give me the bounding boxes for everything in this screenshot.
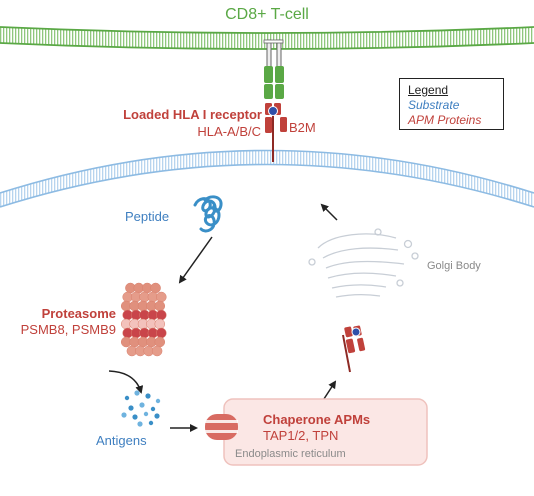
arrow-golgi-to-membrane [320,203,338,221]
legend-apm-proteins: APM Proteins [408,113,482,127]
cell-membrane [0,149,534,208]
peptide-label: Peptide [125,209,170,224]
receptor-genes-label: HLA-A/B/C [197,124,261,139]
legend-substrate: Substrate [408,98,460,112]
proteasome-name-label: Proteasome [41,306,116,321]
peptide-icon [193,195,223,233]
er-label: Endoplasmic reticulum [235,448,346,460]
t-cell-receptor [263,39,284,99]
loaded-hla-receptor [265,103,287,162]
chaperone-name-label: Chaperone APMs [263,412,371,427]
antigens-icon [121,390,161,427]
proteasome-icon [120,282,167,357]
antigens-label: Antigens [96,433,147,448]
tap-transporter-icon [205,414,238,440]
proteasome-genes-label: PSMB8, PSMB9 [20,322,116,337]
receptor-name-label: Loaded HLA I receptor [123,107,262,122]
b2m-label: B2M [289,120,316,135]
hla-transit-icon [342,325,366,373]
arrow-proteasome-to-antigens [108,370,144,394]
arrow-peptide-to-proteasome [178,236,213,284]
golgi-body-icon [308,228,419,298]
t-cell-label: CD8+ T-cell [225,6,309,23]
golgi-body-label: Golgi Body [427,260,481,272]
legend-box: Legend Substrate APM Proteins [399,78,504,130]
chaperone-genes-label: TAP1/2, TPN [263,428,339,443]
legend-title: Legend [408,83,449,97]
